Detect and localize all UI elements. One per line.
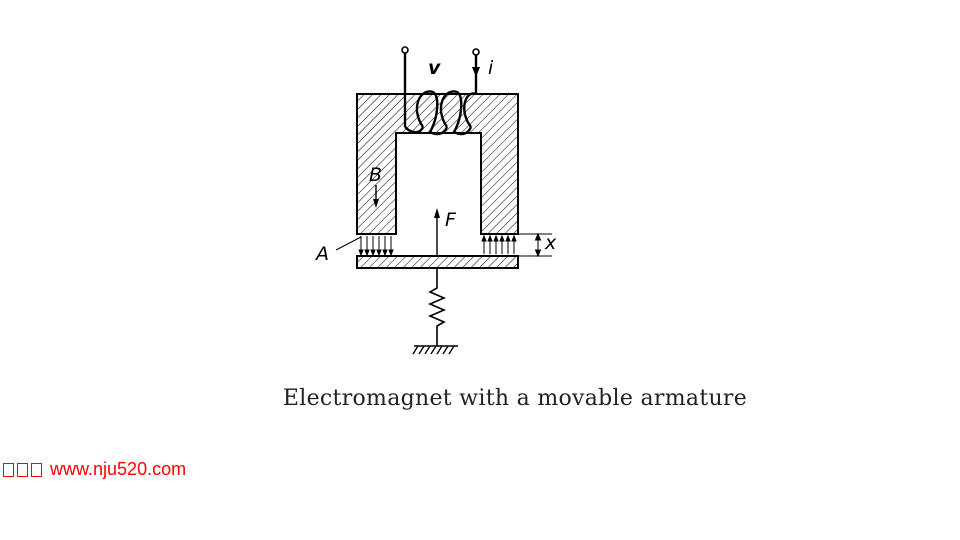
- field-arrow: [373, 185, 379, 208]
- current-label: i: [488, 57, 494, 79]
- ground-symbol: [412, 345, 458, 355]
- gap-flux-arrows-left: [358, 236, 394, 257]
- current-arrow: [472, 58, 480, 77]
- glyph-box: [17, 463, 28, 477]
- voltage-label: v: [428, 57, 441, 79]
- watermark-url: www.nju520.com: [50, 459, 187, 479]
- magnetic-core: [356, 93, 519, 235]
- glyph-box: [3, 463, 14, 477]
- gap-label: x: [544, 232, 557, 254]
- spring: [427, 268, 447, 346]
- gap-dimension: [518, 232, 552, 258]
- terminal-left: [401, 46, 409, 54]
- force-arrow: [434, 208, 440, 256]
- gap-flux-arrows-right: [481, 234, 517, 254]
- figure-caption: Electromagnet with a movable armature: [282, 386, 748, 411]
- force-label: F: [445, 209, 457, 231]
- glyph-box: [31, 463, 42, 477]
- area-label: A: [314, 243, 329, 265]
- area-leader-line: [335, 236, 362, 251]
- field-label: B: [369, 164, 382, 186]
- terminal-right: [472, 48, 480, 56]
- armature-plate: [356, 255, 519, 269]
- watermark: www.nju520.com: [3, 459, 186, 480]
